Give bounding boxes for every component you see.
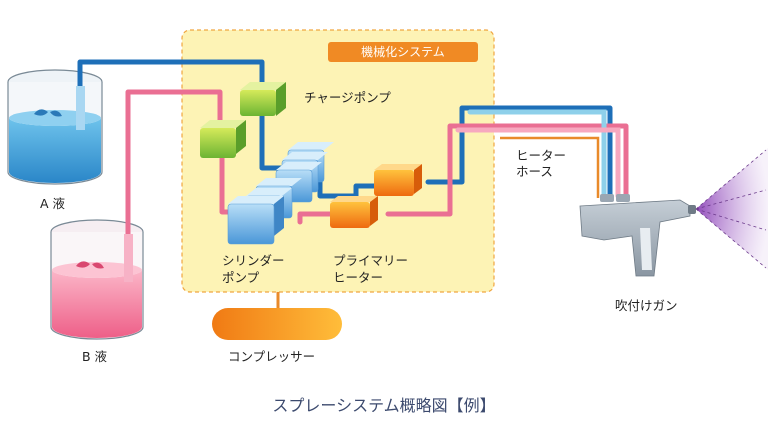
- system-badge: 機械化システム: [328, 42, 478, 62]
- compressor-label: コンプレッサー: [228, 349, 316, 364]
- hose-b-inner: [455, 127, 621, 199]
- tank-b: [50, 219, 144, 340]
- pipe-b-to-heater: [297, 211, 337, 225]
- primary-heater-label-line1: プライマリー: [333, 253, 409, 268]
- dip-tube-b: [124, 234, 133, 282]
- heater-hose-label-line1: ヒーター: [516, 148, 567, 163]
- liquid-a-label: A 液: [40, 196, 66, 211]
- heater-hose-label-line2: ホース: [516, 164, 553, 179]
- charge-pump-bottom: [200, 120, 246, 158]
- primary-heater-label-line2: ヒーター: [333, 270, 384, 285]
- primary-heater-a: [374, 164, 422, 196]
- pipe-a-suction: [77, 59, 265, 99]
- dip-tube-a: [76, 86, 85, 130]
- hose-b-out: [385, 123, 629, 217]
- cylinder-pump-label-line1: シリンダー: [222, 253, 285, 268]
- compressor-body: [212, 308, 342, 340]
- stir-blade-icon: [76, 261, 104, 269]
- liquid-b-label: B 液: [82, 349, 108, 364]
- tank-a: [7, 69, 103, 185]
- charge-pump-top: [240, 82, 286, 116]
- spray-cone: [695, 148, 768, 270]
- charge-pump-label: チャージポンプ: [304, 90, 391, 105]
- stir-blade-icon: [34, 109, 62, 117]
- primary-heater-b: [330, 196, 378, 228]
- pipe-b-suction: [125, 89, 223, 239]
- cylinder-pump-stack-front: [227, 178, 302, 245]
- spray-gun-label: 吹付けガン: [615, 298, 678, 313]
- hose-a-inner: [467, 109, 607, 199]
- cylinder-pump-label-line2: ポンプ: [222, 270, 260, 285]
- spray-gun-icon: [579, 194, 696, 277]
- diagram-caption: スプレーシステム概略図【例】: [272, 396, 496, 415]
- hose-heater-wire: [500, 136, 600, 198]
